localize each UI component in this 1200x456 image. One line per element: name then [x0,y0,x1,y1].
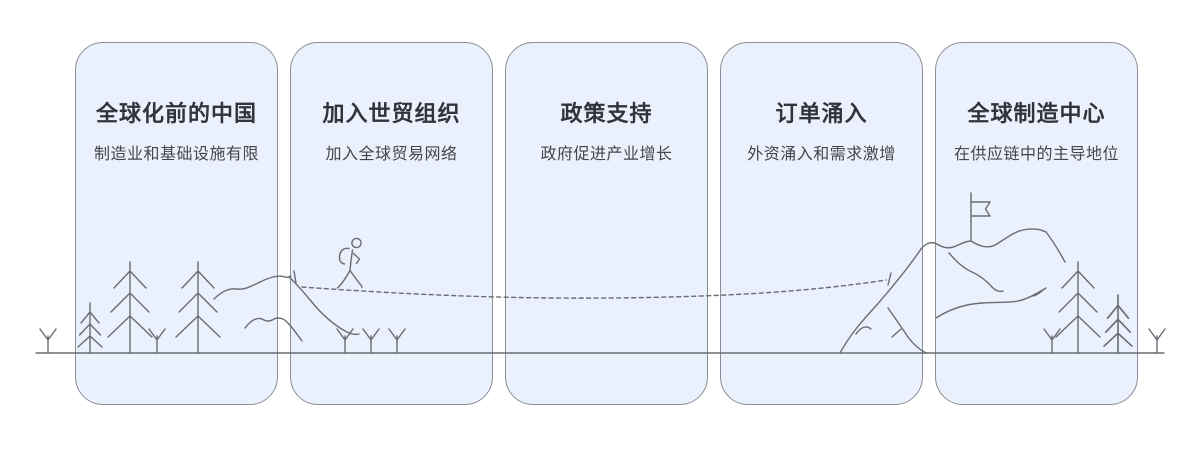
stage-desc: 制造业和基础设施有限 [93,146,259,164]
stage-card-wto-entry: 加入世贸组织 加入全球贸易网络 [290,42,493,405]
stage-card-pre-globalization: 全球化前的中国 制造业和基础设施有限 [75,42,278,405]
sprout-icon [1148,328,1166,354]
stage-desc: 外资涌入和需求激增 [747,146,896,164]
stage-title: 全球制造中心 [967,101,1106,126]
stage-card-global-manufacturing-hub: 全球制造中心 在供应链中的主导地位 [935,42,1138,405]
stage-title: 政策支持 [560,101,653,126]
stage-desc: 在供应链中的主导地位 [953,146,1119,164]
stage-title: 加入世贸组织 [322,101,461,126]
stage-desc: 政府促进产业增长 [540,146,673,164]
stage-desc: 加入全球贸易网络 [325,146,458,164]
sprout-icon [39,328,57,354]
stage-card-order-influx: 订单涌入 外资涌入和需求激增 [720,42,923,405]
stage-title: 全球化前的中国 [95,101,257,126]
stage-title: 订单涌入 [775,101,868,126]
stage-card-policy-support: 政策支持 政府促进产业增长 [505,42,708,405]
